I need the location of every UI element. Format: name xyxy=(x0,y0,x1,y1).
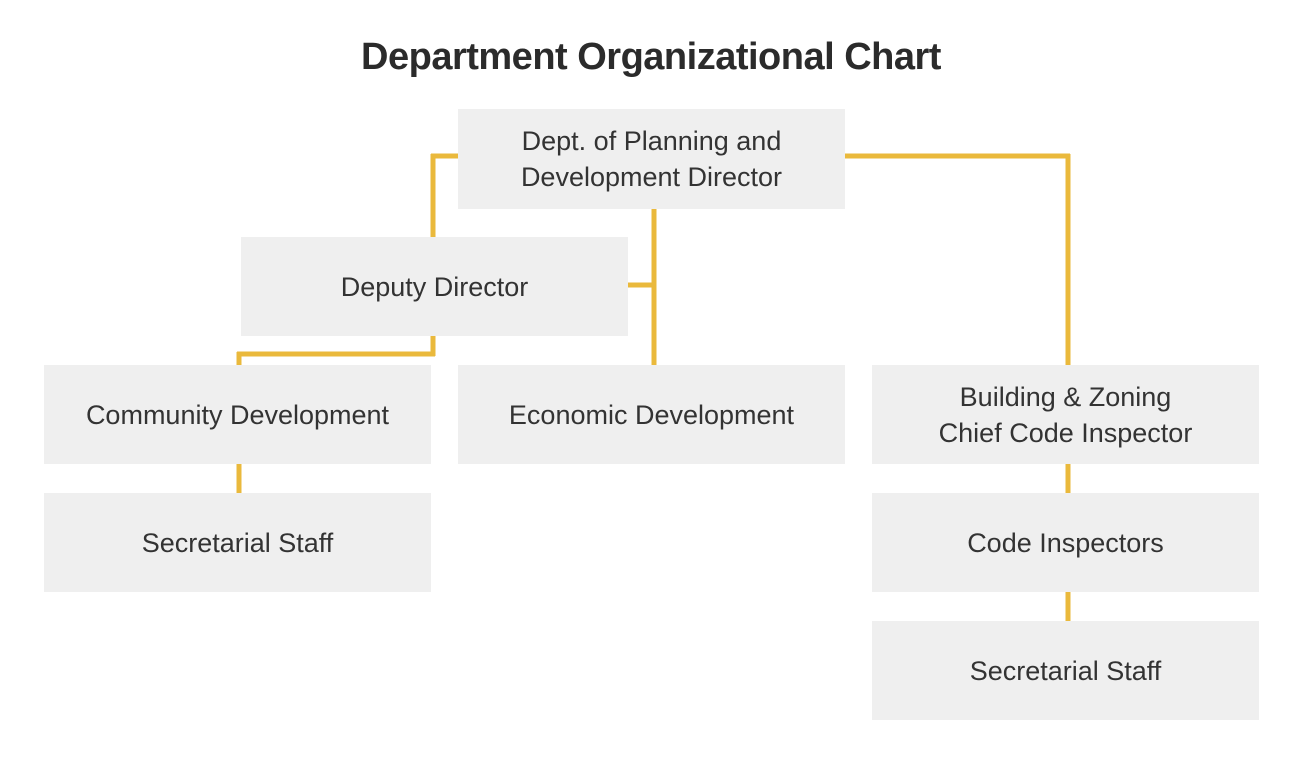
director-label-line1: Dept. of Planning and xyxy=(521,126,782,156)
economic-development-label: Economic Development xyxy=(508,399,795,430)
community-secretarial-staff-label: Secretarial Staff xyxy=(141,527,334,558)
building-zoning-label-line2: Chief Code Inspector xyxy=(938,417,1193,448)
building-zoning-box: Building & Zoning Chief Code Inspector xyxy=(872,365,1259,464)
community-secretarial-staff-box: Secretarial Staff xyxy=(44,493,431,592)
building-zoning-label-line1: Building & Zoning xyxy=(959,381,1172,412)
building-secretarial-staff-box: Secretarial Staff xyxy=(872,621,1259,720)
director-box: Dept. of Planning and Development Direct… xyxy=(458,109,845,209)
community-development-box: Community Development xyxy=(44,365,431,464)
building-secretarial-staff-label: Secretarial Staff xyxy=(969,655,1162,686)
code-inspectors-label: Code Inspectors xyxy=(967,527,1164,558)
community-development-label: Community Development xyxy=(85,399,390,430)
director-label-line2: Development Director xyxy=(520,162,783,192)
code-inspectors-box: Code Inspectors xyxy=(872,493,1259,592)
economic-development-box: Economic Development xyxy=(458,365,845,464)
deputy-director-box: Deputy Director xyxy=(241,237,628,336)
chart-title: Department Organizational Chart xyxy=(361,36,941,78)
deputy-director-label: Deputy Director xyxy=(340,271,529,302)
